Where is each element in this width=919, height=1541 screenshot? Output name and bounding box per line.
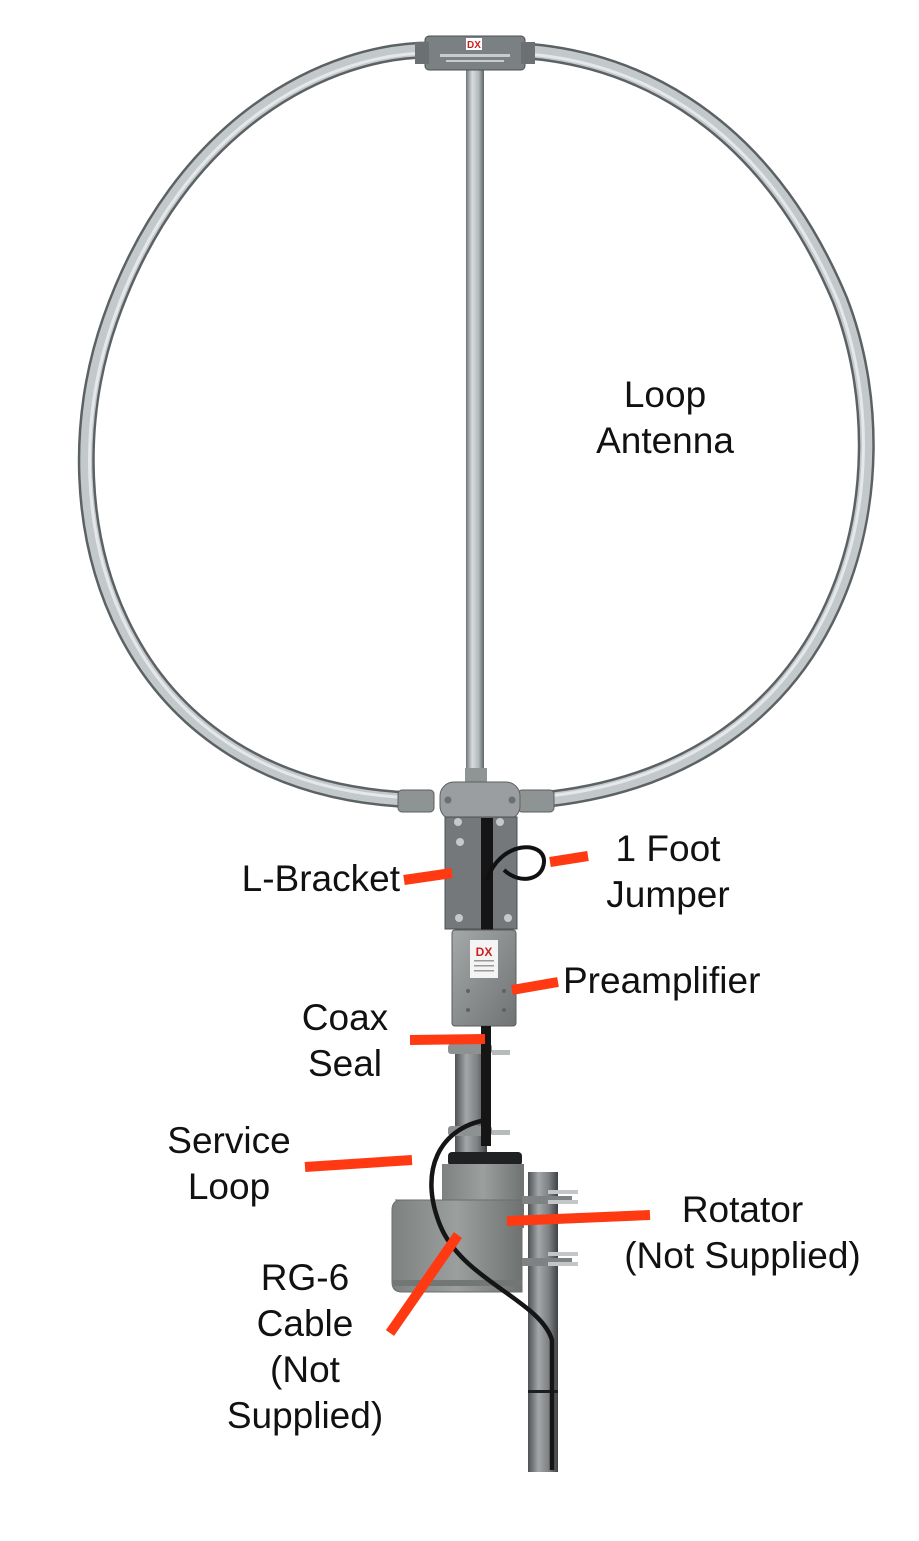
dx-logo-top: DX [467,40,481,51]
leader-jumper [549,851,589,867]
preamplifier-box: DX [451,929,517,1027]
leader-coax-seal [409,1034,486,1045]
label-1-foot-jumper: 1 Foot Jumper [606,828,730,915]
rg6-cable [429,1117,555,1470]
bottom-junction-box [397,768,555,821]
leader-l-bracket [403,868,453,885]
top-junction-box: DX [415,35,535,71]
center-rod [466,62,484,782]
label-service-loop: Service Loop [167,1120,291,1207]
leader-rg6-cable [385,1232,463,1336]
leader-rotator [506,1210,651,1226]
label-preamplifier: Preamplifier [563,960,761,1001]
leader-service-loop [304,1155,413,1172]
dx-logo-preamp: DX [476,945,493,959]
leader-lines [304,851,651,1336]
label-loop-antenna: Loop Antenna [596,374,734,461]
coax-cable [481,1026,491,1146]
rotator-housing [391,1152,524,1293]
label-l-bracket: L-Bracket [241,858,400,899]
label-coax-seal: Coax Seal [301,997,389,1084]
label-rotator: Rotator (Not Supplied) [624,1189,861,1276]
leader-preamplifier [511,977,559,995]
label-rg6-cable: RG-6 Cable (Not Supplied) [226,1257,384,1436]
l-bracket-plate [444,816,547,933]
